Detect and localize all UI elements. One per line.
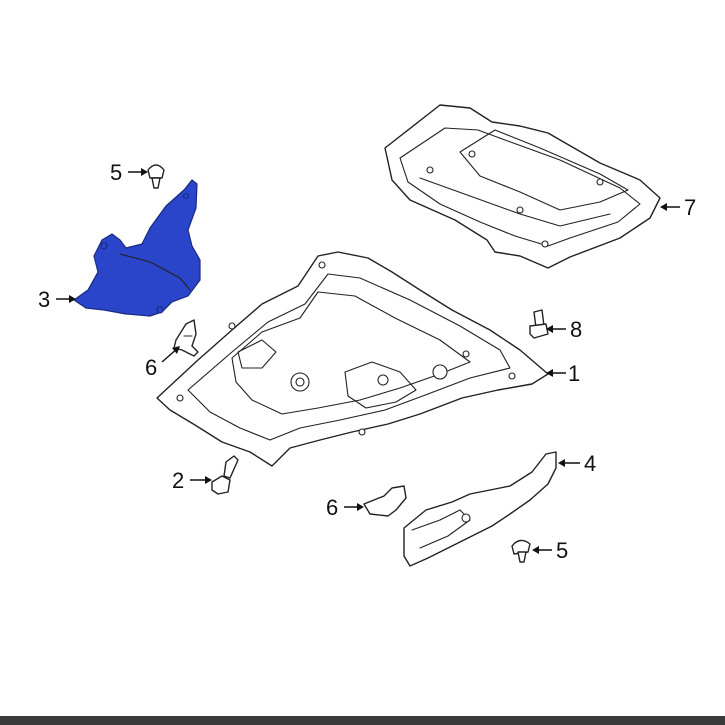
bottom-bar [0, 716, 725, 725]
callout-bolt-long: 2 [172, 468, 184, 493]
callout-rear-shield: 7 [684, 195, 696, 220]
skid-plate[interactable] [156, 251, 549, 467]
callout-bracket-left: 6 [145, 355, 157, 380]
splash-shield-left-fill [73, 179, 201, 317]
retainer-upper[interactable] [147, 164, 165, 189]
leader-lines [56, 168, 680, 554]
callout-retainer-lower: 5 [556, 538, 568, 563]
bolt-short[interactable] [529, 309, 549, 339]
retainer-lower[interactable] [511, 539, 531, 563]
callout-retainer-upper: 5 [110, 160, 122, 185]
callout-bolt-short: 8 [570, 317, 582, 342]
rear-shield[interactable] [384, 104, 661, 269]
callout-splash-shield-left: 3 [38, 287, 50, 312]
bolt-long[interactable] [211, 455, 239, 495]
splash-shield-right[interactable] [403, 451, 557, 567]
callout-splash-shield-right: 4 [584, 451, 596, 476]
bracket-right[interactable] [363, 485, 407, 517]
callout-bracket-right: 6 [326, 495, 338, 520]
callout-skid-plate: 1 [568, 361, 580, 386]
splash-shield-left[interactable] [73, 179, 201, 317]
